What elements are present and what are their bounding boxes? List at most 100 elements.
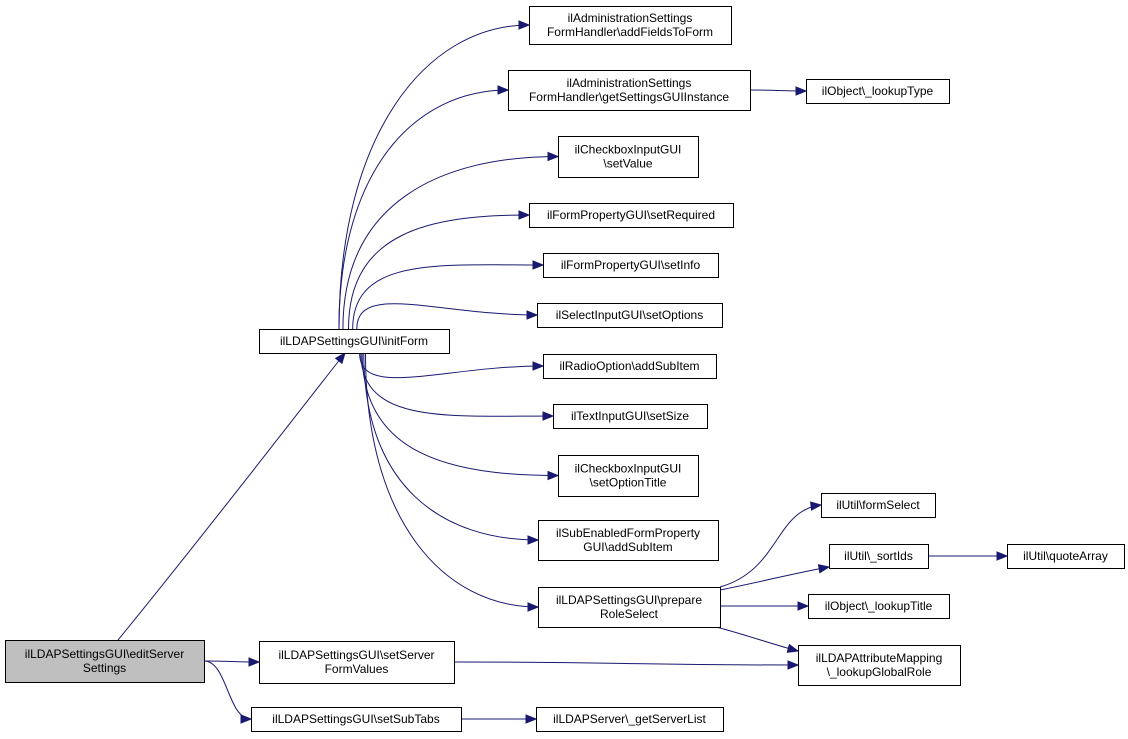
node-quote-array[interactable]: ilUtil\quoteArray — [1007, 544, 1125, 569]
node-set-size[interactable]: ilTextInputGUI\setSize — [553, 404, 708, 429]
edge-prepareRoleSelect-to-lookupGlobalRole — [715, 626, 799, 652]
node-label: FormValues — [325, 662, 389, 676]
node-set-required[interactable]: ilFormPropertyGUI\setRequired — [529, 203, 734, 228]
nodes-layer: ilLDAPSettingsGUI\editServerSettingsilLD… — [5, 6, 1125, 732]
edge-arrowhead — [547, 470, 560, 481]
edge-arrowhead — [996, 551, 1009, 561]
node-label: ilFormPropertyGUI\setRequired — [547, 208, 715, 222]
node-label: ilTextInputGUI\setSize — [571, 409, 689, 423]
node-set-sub-tabs[interactable]: ilLDAPSettingsGUI\setSubTabs — [251, 707, 462, 732]
node-box — [808, 594, 950, 619]
node-box — [821, 493, 936, 518]
node-label: ilCheckboxInputGUI — [575, 462, 682, 476]
node-box — [1007, 544, 1125, 569]
node-label: ilLDAPSettingsGUI\editServer — [25, 647, 184, 661]
node-box — [829, 544, 929, 569]
edge-arrowhead — [810, 501, 823, 511]
node-box — [537, 303, 723, 328]
node-cb-set-value[interactable]: ilCheckboxInputGUI\setValue — [558, 136, 699, 178]
node-box — [798, 645, 961, 686]
edge-initForm-to-subAddSubItem — [363, 352, 539, 541]
node-box — [806, 79, 950, 104]
edge-setServerFormValues-to-lookupGlobalRole — [453, 661, 799, 666]
node-lookup-type[interactable]: ilObject\_lookupType — [806, 79, 950, 104]
edge-initForm-to-cbSetValue — [342, 156, 559, 330]
node-lookup-title[interactable]: ilObject\_lookupTitle — [808, 594, 950, 619]
node-label: ilSelectInputGUI\setOptions — [556, 308, 703, 322]
edge-editServer-to-setSubTabs — [203, 660, 252, 720]
node-label: \setOptionTitle — [590, 476, 667, 490]
edge-arrowhead — [532, 361, 545, 371]
node-set-option-title[interactable]: ilCheckboxInputGUI\setOptionTitle — [558, 455, 699, 497]
node-label: Settings — [83, 661, 126, 675]
node-label: ilLDAPSettingsGUI\initForm — [280, 334, 428, 348]
edge-arrowhead — [797, 601, 810, 611]
node-label: ilUtil\formSelect — [836, 498, 920, 512]
node-label: ilAdministrationSettings — [567, 76, 692, 90]
edge-arrowhead — [817, 564, 831, 574]
node-box — [543, 253, 719, 278]
edge-arrowhead — [527, 535, 540, 545]
edge-initForm-to-setSize — [360, 352, 554, 417]
node-sort-ids[interactable]: ilUtil\_sortIds — [829, 544, 929, 569]
node-get-settings-g-u-i-instance[interactable]: ilAdministrationSettingsFormHandler\getS… — [508, 70, 751, 111]
node-label: \setValue — [603, 157, 652, 171]
node-label: FormHandler\addFieldsToForm — [547, 25, 713, 39]
edge-arrowhead — [248, 657, 261, 667]
edge-initForm-to-getSettingsGUIInstance — [338, 89, 509, 330]
edge-arrowhead — [334, 351, 346, 365]
edge-initForm-to-setOptions — [356, 303, 538, 330]
edge-initForm-to-addFieldsToForm — [338, 24, 530, 330]
edge-prepareRoleSelect-to-sortIds — [719, 566, 830, 591]
node-box — [529, 6, 732, 45]
node-box — [259, 641, 455, 684]
node-box — [558, 136, 699, 178]
node-box — [538, 520, 719, 561]
edge-arrowhead — [527, 602, 540, 612]
node-box — [543, 354, 717, 379]
node-set-info[interactable]: ilFormPropertyGUI\setInfo — [543, 253, 719, 278]
node-box — [558, 455, 699, 497]
node-box — [251, 707, 462, 732]
edge-initForm-to-radioAddSubItem — [359, 352, 544, 379]
node-lookup-global-role[interactable]: ilLDAPAttributeMapping\_lookupGlobalRole — [798, 645, 961, 686]
edges-layer — [117, 20, 1009, 724]
node-get-server-list[interactable]: ilLDAPServer\_getServerList — [536, 707, 724, 732]
node-label: ilRadioOption\addSubItem — [559, 359, 699, 373]
node-label: ilUtil\quoteArray — [1023, 549, 1108, 563]
node-label: ilUtil\_sortIds — [844, 549, 913, 563]
edge-arrowhead — [795, 86, 808, 96]
node-label: GUI\addSubItem — [583, 540, 672, 554]
edge-prepareRoleSelect-to-formSelect — [719, 504, 822, 588]
node-box — [553, 404, 708, 429]
edge-initForm-to-setRequired — [348, 214, 530, 330]
node-form-select[interactable]: ilUtil\formSelect — [821, 493, 936, 518]
node-radio-add-sub-item[interactable]: ilRadioOption\addSubItem — [543, 354, 717, 379]
node-label: ilObject\_lookupTitle — [825, 599, 933, 613]
node-label: FormHandler\getSettingsGUIInstance — [529, 90, 729, 104]
edge-arrowhead — [532, 260, 545, 270]
edge-editServer-to-initForm — [117, 352, 346, 641]
node-label: ilObject\_lookupType — [822, 84, 934, 98]
edge-arrowhead — [547, 151, 560, 162]
node-add-fields-to-form[interactable]: ilAdministrationSettingsFormHandler\addF… — [529, 6, 732, 45]
edge-arrowhead — [518, 210, 531, 220]
edge-initForm-to-setInfo — [352, 264, 544, 330]
node-label: ilLDAPSettingsGUI\setServer — [278, 648, 434, 662]
node-label: ilLDAPSettingsGUI\setSubTabs — [272, 712, 439, 726]
node-set-options[interactable]: ilSelectInputGUI\setOptions — [537, 303, 723, 328]
edge-arrowhead — [526, 310, 539, 320]
node-box — [529, 203, 734, 228]
node-label: ilSubEnabledFormProperty — [556, 526, 700, 540]
edge-arrowhead — [786, 643, 800, 653]
node-box — [508, 70, 751, 111]
node-label: ilLDAPSettingsGUI\prepare — [556, 593, 702, 607]
node-label: ilAdministrationSettings — [568, 11, 693, 25]
node-init-form[interactable]: ilLDAPSettingsGUI\initForm — [259, 329, 450, 354]
node-box — [538, 587, 721, 628]
